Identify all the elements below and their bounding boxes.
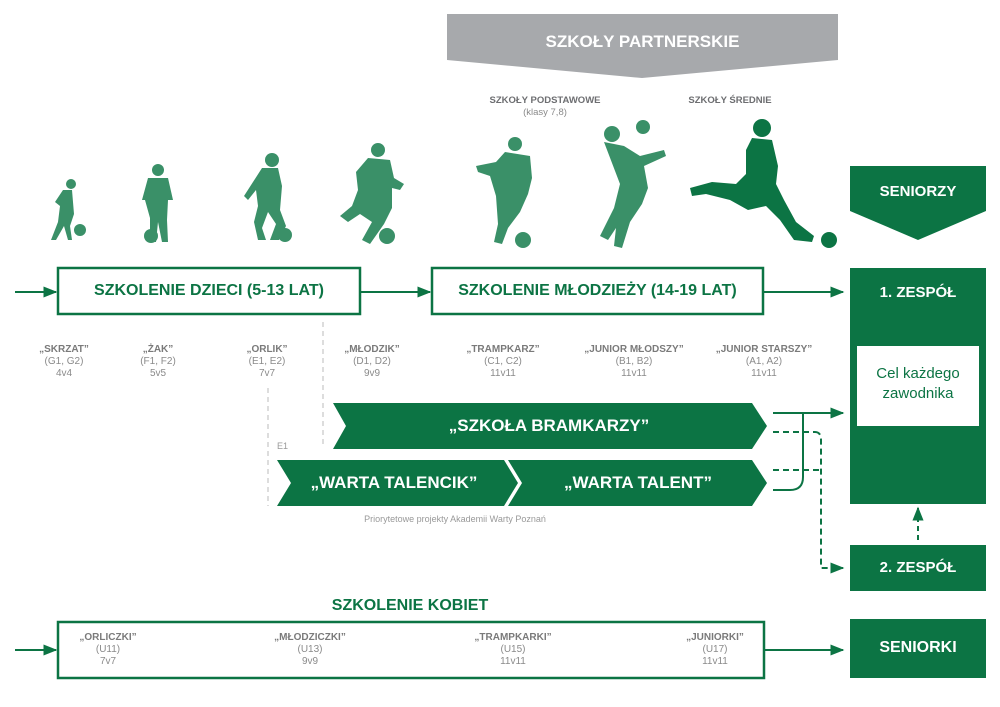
partner-schools-title: SZKOŁY PARTNERSKIE (545, 32, 740, 51)
secondary-schools-title: SZKOŁY ŚREDNIE (688, 95, 772, 106)
women-category-juniorki: „JUNIORKI” (U17) 11v11 (645, 632, 785, 668)
category-code: (G1, G2) (44, 356, 84, 367)
category-name: „JUNIOR STARSZY” (715, 344, 813, 355)
teen-dribbling-icon (476, 137, 532, 248)
category-code: (D1, D2) (353, 356, 391, 367)
category-format: 11v11 (621, 368, 647, 379)
projects-caption: Priorytetowe projekty Akademii Warty Poz… (364, 514, 546, 524)
warta-talent-chevron (508, 460, 767, 506)
warta-talencik-chevron (277, 460, 518, 506)
seniors-title: SENIORZY (879, 183, 957, 200)
category-format: 9v9 (363, 368, 381, 379)
category-format: 7v7 (258, 368, 276, 379)
category-code: (B1, B2) (615, 356, 653, 367)
goal-line-1: Cel każdego (876, 365, 960, 382)
adult-kicking-ball-icon (690, 119, 837, 248)
category-code: (U11) (95, 644, 121, 655)
category-format: 4v4 (55, 368, 73, 379)
category-mlodzik: „MŁODZIK” (D1, D2) 9v9 (302, 344, 442, 380)
category-code: (F1, F2) (140, 356, 176, 367)
category-skrzat: „SKRZAT” (G1, G2) 4v4 (0, 344, 134, 380)
e1-label: E1 (277, 441, 289, 451)
category-junior-mlodszy: „JUNIOR MŁODSZY” (B1, B2) 11v11 (564, 344, 704, 380)
women-seniors-block (850, 619, 986, 678)
goal-text: Cel każdego zawodnika (857, 364, 979, 404)
women-category-mlodziczki: „MŁODZICZKI” (U13) 9v9 (240, 632, 380, 668)
category-code: (C1, C2) (484, 356, 522, 367)
category-format: 11v11 (500, 656, 526, 667)
first-team-label: 1. ZESPÓŁ (879, 284, 957, 301)
child-stopping-ball-icon (244, 153, 292, 242)
category-code: (U17) (702, 644, 728, 655)
category-name: „TRAMPKARZ” (466, 344, 540, 355)
category-code: (A1, A2) (745, 356, 783, 367)
primary-schools-label: SZKOŁY PODSTAWOWE (klasy 7,8) (470, 95, 620, 118)
primary-schools-title: SZKOŁY PODSTAWOWE (489, 95, 601, 106)
category-name: „ŻAK” (142, 344, 174, 355)
category-name: „MŁODZICZKI” (274, 632, 346, 643)
category-name: „JUNIOR MŁODSZY” (584, 344, 684, 355)
youth-training-label: SZKOLENIE MŁODZIEŻY (14-19 LAT) (458, 282, 737, 299)
warta-talencik-label: „WARTA TALENCIK” (310, 473, 478, 492)
child-dribbling-icon (51, 179, 86, 240)
women-seniors-label: SENIORKI (879, 639, 957, 656)
category-name: „MŁODZIK” (344, 344, 400, 355)
category-format: 9v9 (301, 656, 319, 667)
category-name: „SKRZAT” (39, 344, 89, 355)
goalkeeper-school-chevron (333, 403, 767, 449)
seniors-banner (850, 166, 986, 240)
primary-schools-subtitle: (klasy 7,8) (523, 107, 567, 118)
category-trampkarz: „TRAMPKARZ” (C1, C2) 11v11 (433, 344, 573, 380)
goal-line-2: zawodnika (882, 385, 954, 402)
to-second-team-dashed-arrow (814, 431, 845, 574)
category-zak: „ŻAK” (F1, F2) 5v5 (88, 344, 228, 380)
category-code: (U15) (500, 644, 526, 655)
child-standing-ball-icon (142, 164, 173, 243)
goalkeeper-school-label: „SZKOŁA BRAMKARZY” (448, 416, 650, 435)
children-training-box (56, 266, 362, 316)
category-orlik: „ORLIK” (E1, E2) 7v7 (197, 344, 337, 380)
category-name: „TRAMPKARKI” (474, 632, 552, 643)
teen-heading-ball-icon (600, 120, 666, 248)
warta-talent-label: „WARTA TALENT” (564, 473, 712, 492)
category-format: 7v7 (99, 656, 117, 667)
category-code: (E1, E2) (248, 356, 286, 367)
second-team-label: 2. ZESPÓŁ (879, 559, 957, 576)
category-format: 11v11 (490, 368, 516, 379)
talent-to-first-team-connector (773, 413, 804, 491)
women-training-box (56, 620, 766, 680)
category-format: 11v11 (702, 656, 728, 667)
goal-box (857, 346, 979, 426)
second-team-block (850, 545, 986, 591)
category-name: „ORLICZKI” (79, 632, 137, 643)
women-category-orliczki: „ORLICZKI” (U11) 7v7 (38, 632, 178, 668)
category-code: (U13) (297, 644, 323, 655)
category-junior-starszy: „JUNIOR STARSZY” (A1, A2) 11v11 (694, 344, 834, 380)
children-training-label: SZKOLENIE DZIECI (5-13 LAT) (94, 282, 324, 299)
category-format: 11v11 (751, 368, 777, 379)
women-category-trampkarki: „TRAMPKARKI” (U15) 11v11 (443, 632, 583, 668)
category-name: „ORLIK” (246, 344, 288, 355)
category-format: 5v5 (149, 368, 167, 379)
youth-running-ball-icon (340, 143, 404, 244)
partner-schools-banner (447, 14, 838, 78)
women-training-title: SZKOLENIE KOBIET (331, 597, 489, 614)
category-name: „JUNIORKI” (686, 632, 744, 643)
